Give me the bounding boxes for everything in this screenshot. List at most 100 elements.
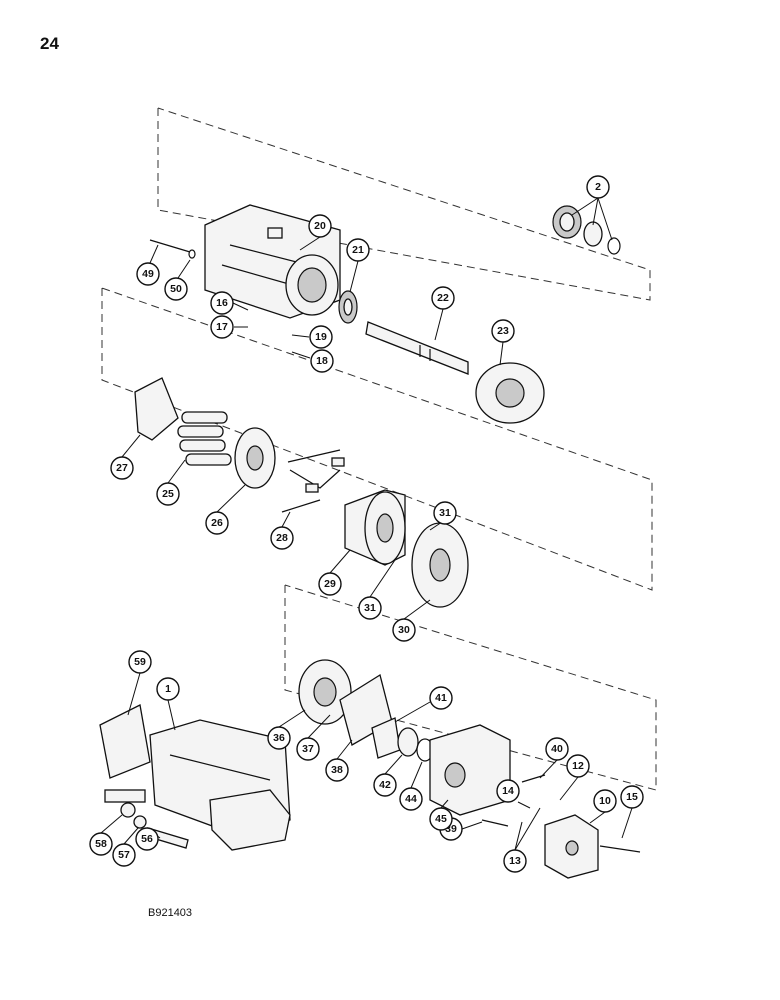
group-outline-top: [157, 107, 651, 301]
callout-label: 56: [141, 833, 153, 845]
callout-label: 16: [216, 297, 228, 309]
valve-plate-part: [411, 522, 469, 608]
callout-10: 10: [589, 789, 617, 824]
callout-label: 18: [316, 355, 328, 367]
callout-label: 41: [435, 692, 447, 704]
callout-37: 37: [296, 714, 331, 761]
control-block-part: [544, 814, 599, 879]
callout-29: 29: [318, 549, 351, 596]
pistons-part: [177, 411, 232, 466]
washer-50-part: [188, 249, 196, 259]
callout-49: 49: [136, 244, 160, 286]
callout-label: 38: [331, 764, 343, 776]
callout-56: 56: [135, 827, 161, 851]
callout-30: 30: [392, 599, 431, 642]
callout-label: 10: [599, 795, 611, 807]
callout-44: 44: [399, 761, 423, 811]
callout-2: 2: [571, 175, 613, 241]
callout-28: 28: [270, 511, 294, 550]
callout-12: 12: [559, 754, 590, 801]
callout-label: 14: [502, 785, 514, 797]
callout-label: 57: [118, 849, 130, 861]
callout-label: 26: [211, 517, 223, 529]
callout-label: 1: [165, 683, 171, 695]
callout-label: 19: [315, 331, 327, 343]
callout-59: 59: [127, 650, 152, 716]
callout-31-lower: 31: [358, 559, 396, 620]
shaft-part: [365, 321, 469, 375]
end-housing-part: [429, 724, 511, 816]
callout-label: 58: [95, 838, 107, 850]
housing-part: [204, 204, 341, 319]
callout-40: 40: [539, 737, 569, 779]
callout-57: 57: [112, 827, 139, 867]
callout-38: 38: [325, 739, 353, 782]
callout-label: 17: [216, 321, 228, 333]
callout-label: 50: [170, 283, 182, 295]
callout-label: 31: [364, 602, 376, 614]
gasket-plate-part: [134, 377, 179, 441]
callout-22: 22: [431, 286, 455, 341]
bolt-15-part: [599, 845, 641, 853]
callout-label: 44: [405, 793, 417, 805]
callout-label: 2: [595, 181, 601, 193]
cylinder-block-part: [344, 489, 406, 566]
callout-label: 27: [116, 462, 128, 474]
callout-label: 12: [572, 760, 584, 772]
bushing-part: [371, 717, 434, 762]
callout-13: 13: [503, 807, 541, 873]
group-outline-bottom: [284, 584, 657, 791]
retainer-plate-part: [234, 427, 276, 489]
callout-17: 17: [210, 315, 248, 339]
callout-16: 16: [210, 291, 249, 315]
end-cap-part: [475, 362, 545, 424]
bearing-part: [338, 290, 358, 324]
callout-41: 41: [394, 686, 453, 723]
callout-label: 31: [439, 507, 451, 519]
callout-20: 20: [299, 214, 332, 251]
callout-1: 1: [156, 677, 180, 731]
callout-18: 18: [291, 349, 334, 373]
figure-code: B921403: [148, 907, 193, 919]
bolt-39-part: [481, 819, 509, 827]
linkage-part: [281, 449, 345, 513]
callout-26: 26: [205, 484, 246, 535]
page-number: 24: [40, 34, 59, 53]
callout-15: 15: [620, 785, 644, 839]
callout-45: 45: [429, 799, 453, 831]
callout-42: 42: [373, 754, 403, 797]
seal-kit-part: [552, 205, 621, 255]
callout-31-upper: 31: [429, 501, 457, 531]
callout-label: 42: [379, 779, 391, 791]
callout-label: 20: [314, 220, 326, 232]
callout-21: 21: [346, 238, 370, 293]
callout-label: 37: [302, 743, 314, 755]
callout-label: 13: [509, 855, 521, 867]
callout-label: 22: [437, 292, 449, 304]
callout-label: 28: [276, 532, 288, 544]
callout-25: 25: [156, 459, 186, 506]
group-outline-middle: [101, 287, 653, 591]
bolt-49-part: [149, 239, 191, 253]
callout-label: 36: [273, 732, 285, 744]
callout-50: 50: [164, 259, 191, 301]
callout-58: 58: [89, 814, 123, 856]
callout-19: 19: [291, 325, 333, 349]
callout-label: 39: [445, 823, 457, 835]
callout-label: 29: [324, 578, 336, 590]
callout-label: 21: [352, 244, 364, 256]
callout-label: 25: [162, 488, 174, 500]
callout-14: 14: [496, 779, 531, 809]
callout-36: 36: [267, 709, 306, 750]
pump-assembly-part: [99, 704, 291, 851]
callout-label: 45: [435, 813, 447, 825]
callout-23: 23: [491, 319, 515, 366]
callout-label: 59: [134, 656, 146, 668]
callout-27: 27: [110, 434, 141, 480]
callout-label: 30: [398, 624, 410, 636]
callout-label: 40: [551, 743, 563, 755]
callout-label: 23: [497, 325, 509, 337]
callout-label: 49: [142, 268, 154, 280]
callout-label: 15: [626, 791, 638, 803]
